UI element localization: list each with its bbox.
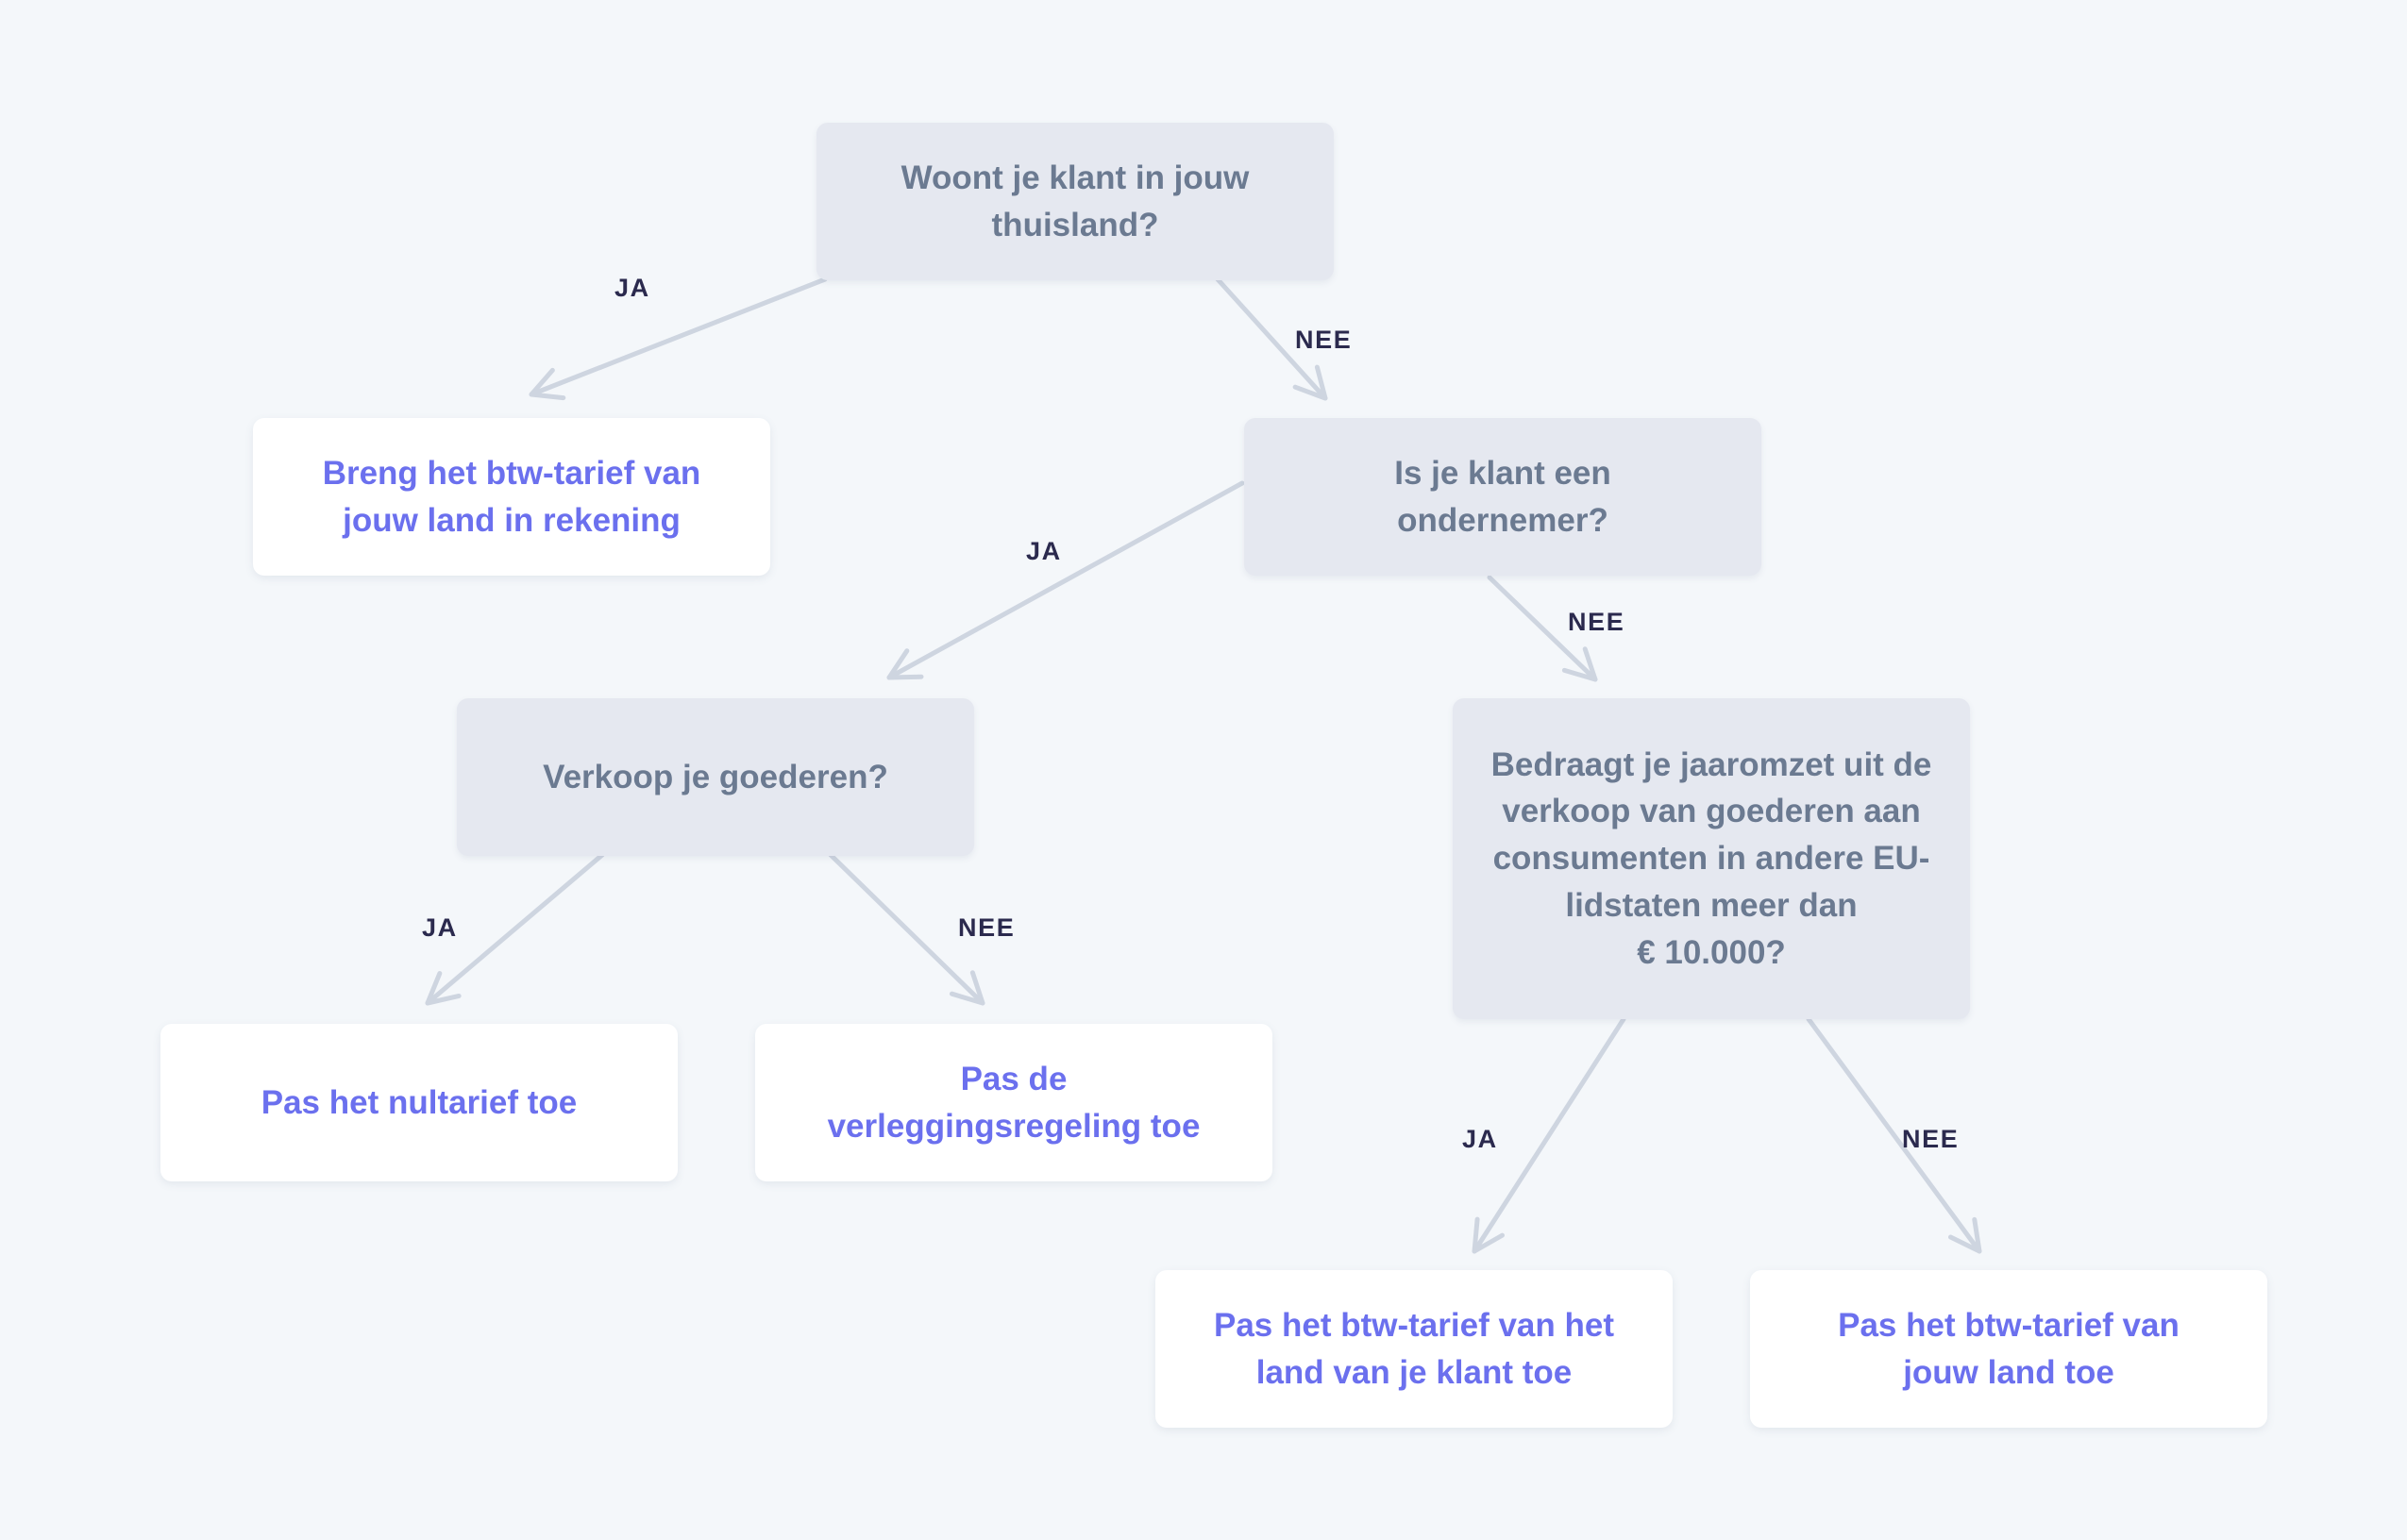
edge-label-edge-home-ja: JA <box>614 274 650 302</box>
arrowhead-icon <box>425 971 462 1006</box>
node-r-own-country-rate[interactable]: Breng het btw-tarief van jouw land in re… <box>253 418 770 576</box>
node-label: Breng het btw-tarief van jouw land in re… <box>322 454 701 539</box>
node-label: Pas het btw-tarief van jouw land toe <box>1838 1306 2180 1391</box>
node-r-zero-rate[interactable]: Pas het nultarief toe <box>160 1024 678 1181</box>
node-q-sell-goods[interactable]: Verkoop je goederen? <box>457 698 974 856</box>
edge-line <box>529 276 828 397</box>
node-label: Bedraagt je jaaromzet uit de verkoop van… <box>1490 745 1932 971</box>
arrowhead-icon <box>886 648 924 680</box>
node-label: Pas het nultarief toe <box>261 1083 578 1121</box>
arrowhead-icon <box>529 367 566 401</box>
edge-line <box>886 480 1245 680</box>
edge-label-edge-entrepreneur-nee: NEE <box>1568 608 1625 636</box>
edge-label-edge-goods-nee: NEE <box>958 913 1016 942</box>
node-r-customer-country-rate[interactable]: Pas het btw-tarief van het land van je k… <box>1155 1270 1673 1428</box>
node-label: Verkoop je goederen? <box>543 758 888 795</box>
edge-label-edge-entrepreneur-ja: JA <box>1026 537 1062 565</box>
arrowhead-icon <box>1947 1216 1982 1254</box>
arrowhead-icon <box>1292 364 1328 401</box>
node-q-turnover-threshold[interactable]: Bedraagt je jaaromzet uit de verkoop van… <box>1453 698 1970 1019</box>
node-r-own-country-rate-2[interactable]: Pas het btw-tarief van jouw land toe <box>1750 1270 2267 1428</box>
arrowhead-icon <box>949 970 985 1006</box>
arrowhead-icon <box>1561 646 1598 682</box>
edge-label-edge-goods-ja: JA <box>422 913 458 942</box>
edge-label-edge-home-nee: NEE <box>1295 326 1353 354</box>
node-label: Is je klant een ondernemer? <box>1394 454 1611 539</box>
edge-label-edge-turnover-nee: NEE <box>1902 1125 1960 1153</box>
node-r-reverse-charge[interactable]: Pas de verleggingsregeling toe <box>755 1024 1272 1181</box>
node-q-home-country[interactable]: Woont je klant in jouw thuisland? <box>816 123 1334 280</box>
node-label: Woont je klant in jouw thuisland? <box>901 159 1250 243</box>
node-label: Pas de verleggingsregeling toe <box>827 1060 1201 1145</box>
node-label: Pas het btw-tarief van het land van je k… <box>1214 1306 1614 1391</box>
edge-edge-entrepreneur-ja <box>886 480 1245 680</box>
arrowhead-icon <box>1472 1216 1506 1254</box>
edge-edge-home-ja <box>529 276 828 401</box>
edge-label-edge-turnover-ja: JA <box>1462 1125 1498 1153</box>
node-q-entrepreneur[interactable]: Is je klant een ondernemer? <box>1244 418 1761 576</box>
